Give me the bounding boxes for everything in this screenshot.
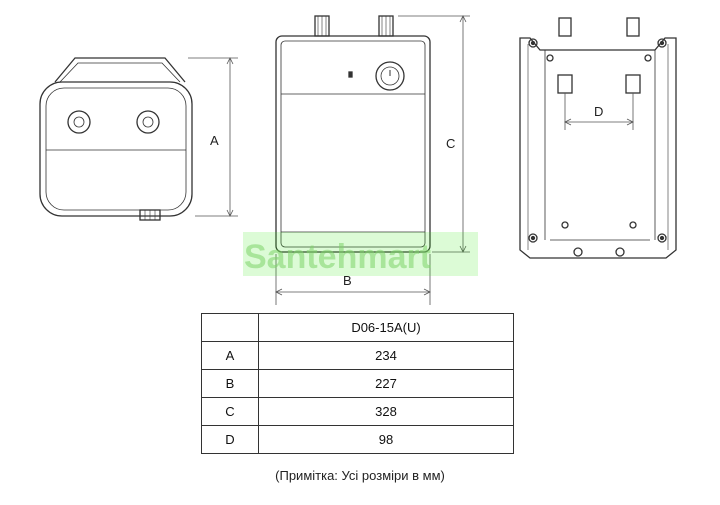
table-row-key: B bbox=[201, 369, 259, 398]
dimensions-table: D06-15A(U) A 234 B 227 C 328 D 98 bbox=[201, 313, 514, 454]
table-row: D 98 bbox=[201, 425, 514, 454]
table-row-key: D bbox=[201, 425, 259, 454]
dimension-c bbox=[398, 15, 470, 253]
table-header-cell bbox=[201, 313, 259, 342]
table-row: A 234 bbox=[201, 341, 514, 370]
table-row-key: A bbox=[201, 341, 259, 370]
units-note: (Примітка: Усі розміри в мм) bbox=[275, 468, 445, 483]
table-row-value: 328 bbox=[258, 397, 514, 426]
rear-view bbox=[519, 17, 677, 259]
watermark-text: Santehmart bbox=[244, 238, 431, 276]
dimension-label-c: C bbox=[446, 136, 455, 151]
table-row-value: 98 bbox=[258, 425, 514, 454]
side-view bbox=[275, 15, 431, 253]
table-row-value: 227 bbox=[258, 369, 514, 398]
table-header-model: D06-15A(U) bbox=[258, 313, 514, 342]
dimension-label-a: A bbox=[210, 133, 219, 148]
technical-drawing: A C B Santehmart bbox=[39, 15, 677, 305]
dimension-b bbox=[275, 254, 431, 305]
dimension-a bbox=[188, 57, 238, 217]
dimension-d bbox=[564, 93, 634, 130]
table-row-key: C bbox=[201, 397, 259, 426]
dimension-label-b: B bbox=[343, 273, 352, 288]
top-view bbox=[39, 57, 193, 221]
table-row: C 328 bbox=[201, 397, 514, 426]
table-header-row: D06-15A(U) bbox=[201, 313, 514, 342]
watermark-band bbox=[243, 232, 478, 276]
table-row: B 227 bbox=[201, 369, 514, 398]
table-row-value: 234 bbox=[258, 341, 514, 370]
dimension-label-d: D bbox=[594, 104, 603, 119]
